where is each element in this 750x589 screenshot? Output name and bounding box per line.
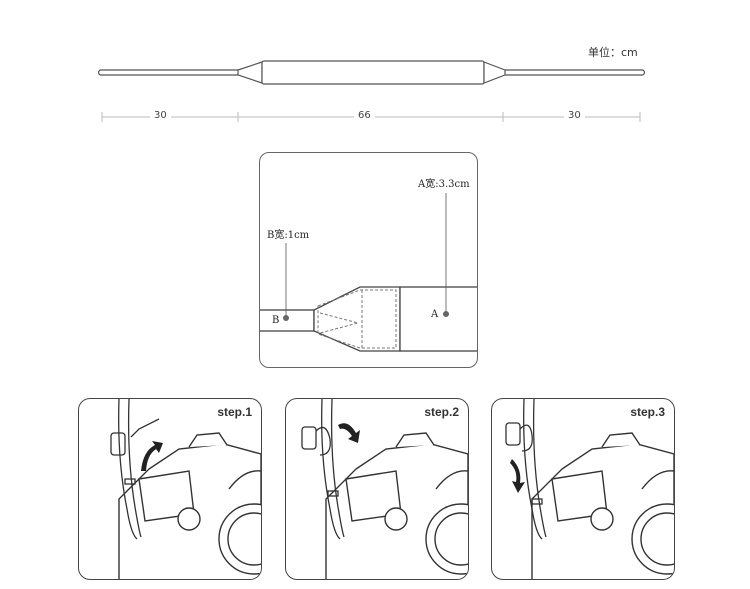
strap-silhouette: [97, 60, 646, 85]
unit-label: 单位：cm: [588, 46, 638, 59]
strap-overview-drawing: [97, 60, 646, 122]
step-3-panel: step.3: [491, 398, 675, 580]
dimension-middle: 66: [354, 110, 375, 121]
strap-connector-drawing: [260, 193, 477, 352]
dimension-right: 30: [564, 110, 585, 121]
step-1-label: step.1: [217, 405, 252, 419]
step-2-camera-illustration: [301, 399, 468, 579]
strap-detail-panel: A宽:3.3cm B宽:1cm B A: [259, 152, 478, 368]
marker-b: B: [272, 315, 280, 326]
step-1-camera-illustration: [110, 399, 261, 579]
step-3-camera-illustration: [505, 399, 674, 579]
callout-a-width: A宽:3.3cm: [418, 179, 470, 190]
marker-a: A: [431, 309, 439, 320]
step-2-label: step.2: [424, 405, 459, 419]
step-1-panel: step.1: [78, 398, 262, 580]
callout-b-width: B宽:1cm: [267, 230, 310, 241]
step-3-label: step.3: [630, 405, 665, 419]
dimension-left: 30: [150, 110, 171, 121]
step-2-panel: step.2: [285, 398, 469, 580]
